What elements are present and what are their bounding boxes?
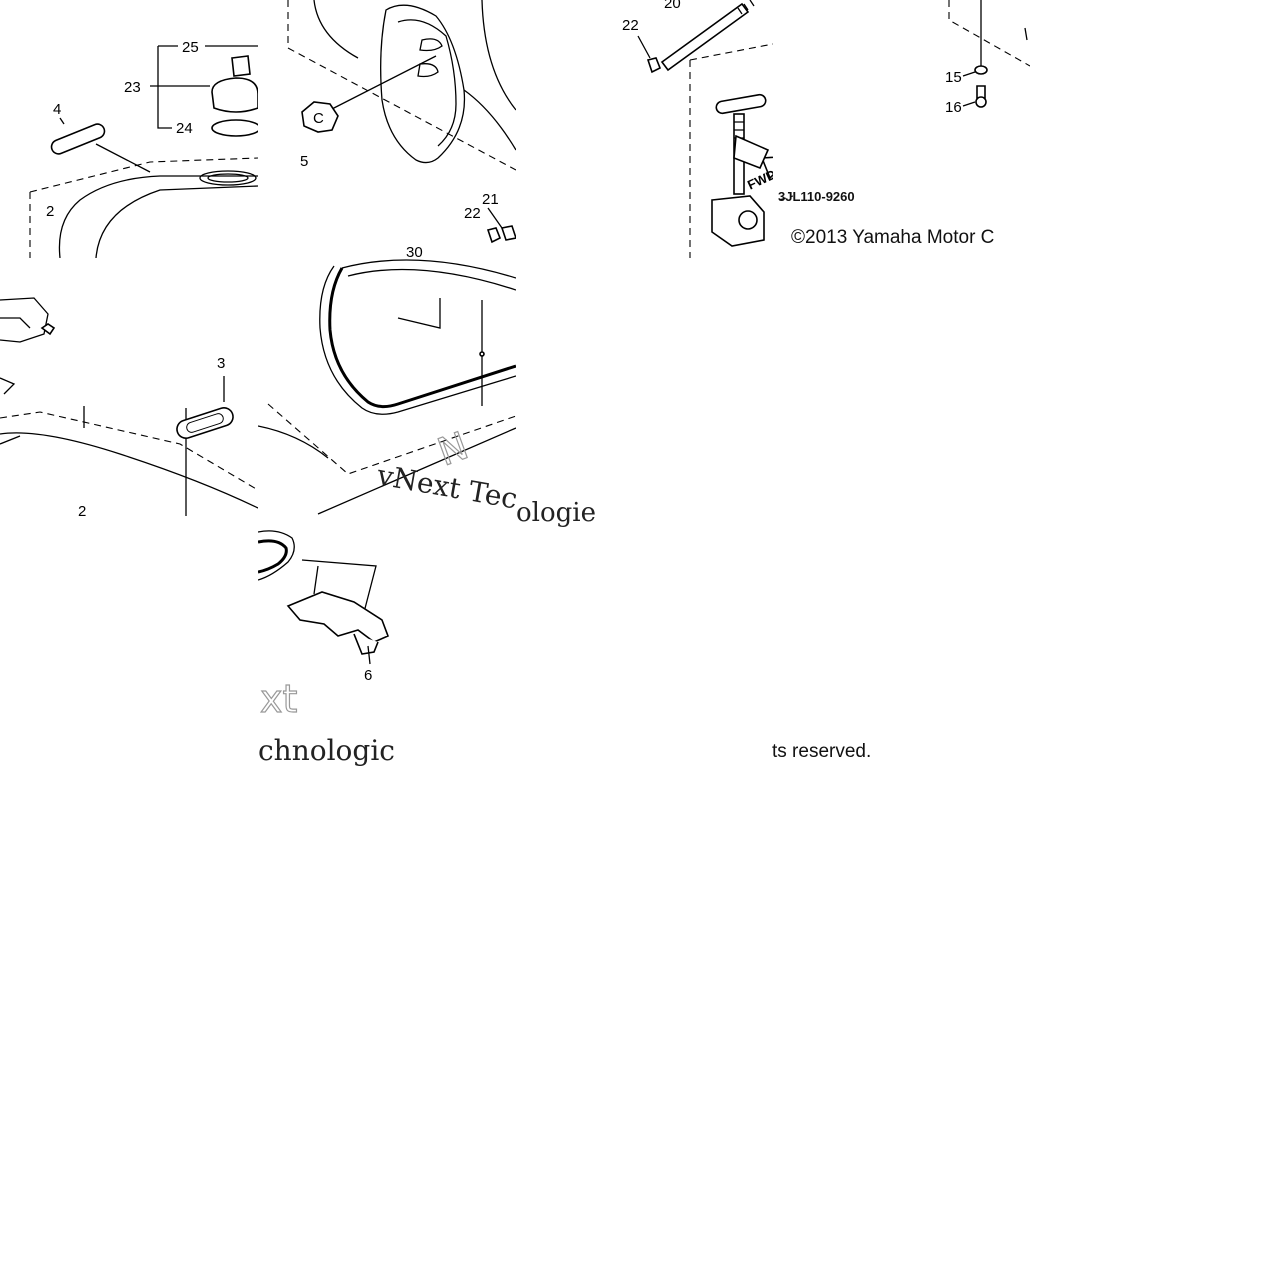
fuel-cock-drawing: 22 20 FWD (622, 0, 773, 258)
callout-4: 4 (53, 101, 61, 118)
callout-2-lower: 2 (78, 503, 86, 516)
copyright-top: ©2013 Yamaha Motor C (791, 227, 995, 248)
drawing-code: 3JL110-9260 (778, 189, 855, 204)
emblem-drawing: 3 2 (0, 297, 258, 516)
copyright-bottom: ts reserved. (772, 741, 872, 762)
emblem-gasket-part (50, 123, 106, 155)
callout-3: 3 (217, 355, 225, 372)
callout-25: 25 (182, 39, 199, 56)
side-cover-trim (328, 267, 516, 409)
callout-16: 16 (945, 99, 962, 116)
callout-21: 21 (482, 191, 499, 208)
tile-emblem: 3 2 (0, 258, 258, 516)
side-cover-drawing: vNext Tec N (258, 259, 516, 515)
tank-inner-drawing: C 5 (287, 0, 516, 171)
fuel-hose-part (660, 2, 750, 72)
callout-24: 24 (176, 120, 193, 137)
callout-22-top: 22 (622, 17, 639, 34)
fwd-arrow-head (733, 134, 770, 170)
callout-23: 23 (124, 79, 141, 96)
tile-fuel-cap: 25 23 24 4 2 (0, 0, 258, 258)
callout-22-middle: 22 (464, 205, 481, 222)
tile-tank-inner: C 5 (258, 0, 516, 258)
watermark-xt: xt (260, 677, 297, 721)
callout-15: 15 (945, 69, 962, 86)
tile-fuel-cock: 22 20 FWD (516, 0, 773, 258)
watermark-ologie: ologie (516, 498, 596, 528)
tile-bolts: 15 16 (773, 0, 1030, 258)
washer-part (974, 65, 988, 75)
callout-20: 20 (664, 0, 681, 12)
tile-bracket: 6 xt chnologic (258, 516, 396, 774)
nut-part (301, 101, 339, 133)
callout-5: 5 (300, 153, 308, 170)
bracket-part (286, 591, 390, 643)
emblem-part (176, 407, 234, 439)
callout-2-upper: 2 (46, 203, 54, 220)
bolts-drawing: 15 16 (778, 0, 1030, 201)
tile-bolts-21-22: 22 21 (460, 188, 516, 258)
callout-30: 30 (406, 244, 423, 261)
bracket-drawing: 6 xt chnologic (258, 530, 395, 767)
fuel-cap-part (211, 77, 258, 113)
tile-side-cover: vNext Tec N (258, 258, 516, 516)
svg-text:C: C (313, 110, 324, 127)
tank-well (380, 4, 466, 164)
o-ring-part (715, 93, 767, 115)
watermark-chnologic: chnologic (258, 734, 395, 767)
cap-key-part (231, 55, 251, 77)
fuel-cock-body (711, 195, 765, 247)
fwd-label: FWD (745, 167, 773, 193)
svg-text:N: N (432, 423, 474, 474)
bolt-part (976, 85, 986, 99)
fuel-cap-drawing: 25 23 24 4 2 (29, 39, 258, 258)
callout-6: 6 (364, 667, 372, 684)
cap-gasket-part (211, 119, 258, 137)
